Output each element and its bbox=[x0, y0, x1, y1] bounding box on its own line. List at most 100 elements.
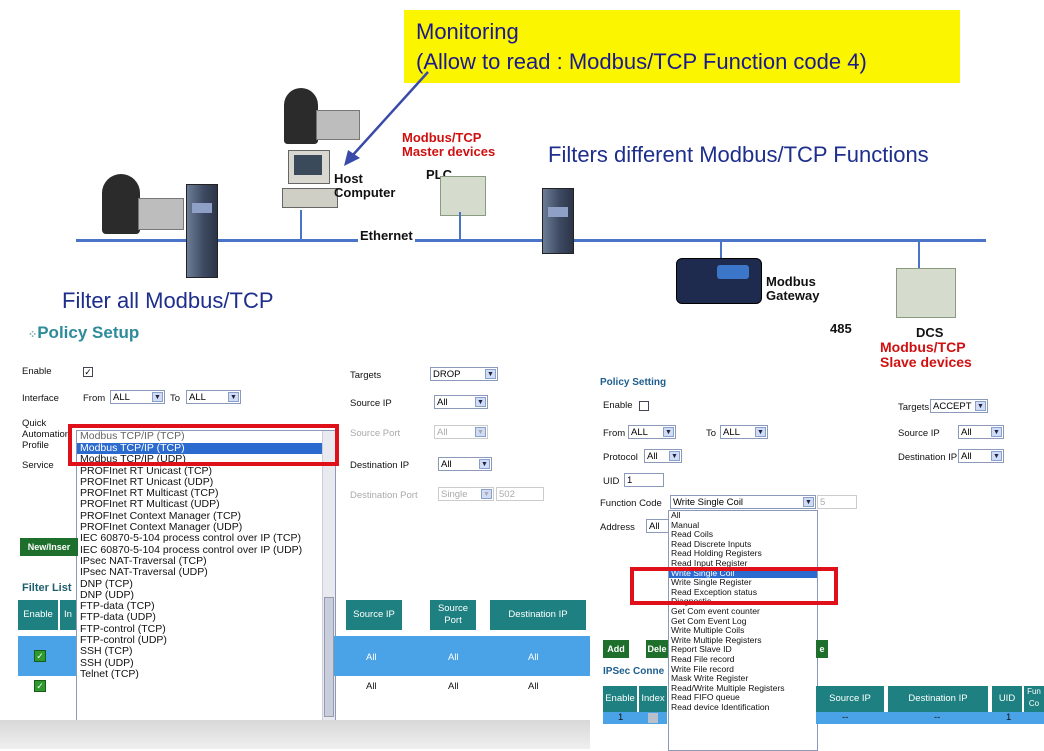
r-th-function: Fun Co bbox=[1024, 686, 1044, 712]
add-button[interactable]: Add bbox=[603, 640, 629, 658]
function-option[interactable]: Report Slave ID bbox=[671, 644, 732, 655]
profile-current-value[interactable]: Modbus TCP/IP (TCP) bbox=[80, 431, 185, 442]
row1-source-port: All bbox=[448, 652, 459, 663]
r-dest-ip-select[interactable]: All▼ bbox=[958, 449, 1004, 463]
function-option[interactable]: Write Multiple Registers bbox=[671, 634, 762, 645]
function-option[interactable]: Read device Identification bbox=[671, 701, 770, 712]
profile-scroll-thumb[interactable] bbox=[324, 597, 334, 717]
table-row[interactable] bbox=[816, 712, 1044, 724]
profile-option[interactable]: IPsec NAT-Traversal (TCP) bbox=[80, 554, 207, 567]
profile-option[interactable]: PROFInet Context Manager (UDP) bbox=[80, 521, 243, 534]
r-row-enable: 1 bbox=[618, 712, 624, 723]
profile-option[interactable]: Modbus TCP/IP (TCP) bbox=[77, 442, 335, 455]
callout-line-1: Monitoring bbox=[416, 19, 519, 44]
r-to-select[interactable]: ALL▼ bbox=[720, 425, 768, 439]
r-source-ip-select[interactable]: All▼ bbox=[958, 425, 1004, 439]
to-select[interactable]: ALL▼ bbox=[186, 390, 241, 404]
function-option[interactable]: Get Com event counter bbox=[671, 605, 760, 616]
function-option[interactable]: Write Single Register bbox=[671, 577, 752, 588]
function-option[interactable]: All bbox=[671, 510, 681, 520]
r-row-dest-ip: -- bbox=[934, 712, 941, 723]
ethernet-label: Ethernet bbox=[358, 228, 415, 243]
function-option[interactable]: Read File record bbox=[671, 653, 735, 664]
profile-option[interactable]: IEC 60870-5-104 process control over IP … bbox=[80, 543, 303, 556]
r-enable-label: Enable bbox=[603, 400, 633, 411]
function-option[interactable]: Get Com Event Log bbox=[671, 615, 747, 626]
profile-option[interactable]: FTP-data (TCP) bbox=[80, 600, 155, 613]
profile-option[interactable]: IPsec NAT-Traversal (UDP) bbox=[80, 566, 208, 579]
row1-dest-ip: All bbox=[528, 652, 539, 663]
profile-option[interactable]: PROFInet RT Multicast (UDP) bbox=[80, 498, 220, 511]
rs485-label: 485 bbox=[830, 321, 852, 336]
table-row[interactable] bbox=[334, 636, 590, 676]
profile-option[interactable]: IEC 60870-5-104 process control over IP … bbox=[80, 532, 301, 545]
dcs-drop bbox=[918, 240, 920, 270]
function-option[interactable]: Manual bbox=[671, 519, 700, 530]
r-to-label: To bbox=[706, 428, 717, 439]
function-option[interactable]: Write Multiple Coils bbox=[671, 625, 745, 636]
r-protocol-select[interactable]: All▼ bbox=[644, 449, 682, 463]
row1-enable-check[interactable]: ✓ bbox=[34, 650, 46, 662]
r-targets-select[interactable]: ACCEPT▼ bbox=[930, 399, 988, 413]
r-function-code-select[interactable]: Write Single Coil▼ bbox=[670, 495, 816, 509]
dest-port-input[interactable]: 502 bbox=[496, 487, 544, 501]
profile-option[interactable]: SSH (UDP) bbox=[80, 656, 134, 669]
profile-dropdown-list[interactable]: Modbus TCP/IP (TCP) Modbus TCP/IP (TCP)M… bbox=[76, 430, 336, 724]
from-select[interactable]: ALL▼ bbox=[110, 390, 165, 404]
function-option[interactable]: Write Single Coil bbox=[669, 568, 817, 579]
function-option[interactable]: Read Holding Registers bbox=[671, 548, 762, 559]
profile-option[interactable]: FTP-control (UDP) bbox=[80, 634, 167, 647]
dest-ip-select[interactable]: All▼ bbox=[438, 457, 492, 471]
other-button[interactable]: e bbox=[816, 640, 828, 658]
profile-option[interactable]: PROFInet RT Unicast (TCP) bbox=[80, 464, 213, 477]
enable-label: Enable bbox=[22, 366, 52, 377]
host-computer-icon bbox=[282, 150, 338, 212]
source-ip-select[interactable]: All▼ bbox=[434, 395, 488, 409]
th-source-ip: Source IP bbox=[346, 600, 402, 630]
delete-button[interactable]: Dele bbox=[646, 640, 668, 658]
profile-option[interactable]: SSH (TCP) bbox=[80, 645, 133, 658]
targets-label: Targets bbox=[350, 370, 382, 381]
profile-option[interactable]: PROFInet Context Manager (TCP) bbox=[80, 509, 242, 522]
profile-option[interactable]: PROFInet RT Multicast (TCP) bbox=[80, 487, 219, 500]
dcs-icon bbox=[896, 268, 956, 318]
row2-enable-check[interactable]: ✓ bbox=[34, 680, 46, 692]
function-option[interactable]: Read Discrete Inputs bbox=[671, 538, 752, 549]
r-uid-input[interactable]: 1 bbox=[624, 473, 664, 487]
filters-heading: Filters different Modbus/TCP Functions bbox=[548, 142, 929, 167]
gateway-drop bbox=[720, 240, 722, 264]
function-option[interactable]: Read Coils bbox=[671, 529, 714, 540]
profile-option[interactable]: Telnet (TCP) bbox=[80, 667, 139, 680]
callout-arrow bbox=[344, 71, 429, 166]
r-source-ip-label: Source IP bbox=[898, 428, 940, 439]
profile-option[interactable]: DNP (TCP) bbox=[80, 577, 133, 590]
function-option[interactable]: Read Exception status bbox=[671, 586, 757, 597]
profile-option[interactable]: PROFInet RT Unicast (UDP) bbox=[80, 475, 214, 488]
targets-select[interactable]: DROP▼ bbox=[430, 367, 498, 381]
profile-option[interactable]: DNP (UDP) bbox=[80, 588, 135, 601]
enable-checkbox[interactable]: ✓ bbox=[83, 367, 93, 377]
function-option[interactable]: Read FIFO queue bbox=[671, 692, 740, 703]
dest-port-select[interactable]: Single▼ bbox=[438, 487, 494, 501]
function-option[interactable]: Mask Write Register bbox=[671, 673, 749, 684]
r-enable-checkbox[interactable] bbox=[639, 401, 649, 411]
function-option[interactable]: Write File record bbox=[671, 663, 734, 674]
new-insert-button[interactable]: New/Inser bbox=[20, 538, 78, 556]
r-protocol-label: Protocol bbox=[603, 452, 638, 463]
r-from-select[interactable]: ALL▼ bbox=[628, 425, 676, 439]
profile-scrollbar[interactable] bbox=[322, 431, 335, 721]
function-option[interactable]: Read Input Register bbox=[671, 557, 748, 568]
r-th-enable: Enable bbox=[603, 686, 637, 712]
profile-option[interactable]: FTP-data (UDP) bbox=[80, 611, 156, 624]
r-function-code-number[interactable]: 5 bbox=[817, 495, 857, 509]
function-option[interactable]: Read/Write Multiple Registers bbox=[671, 682, 785, 693]
r-address-select[interactable]: All bbox=[646, 519, 670, 533]
source-port-select[interactable]: All▼ bbox=[434, 425, 488, 439]
function-highlight-box bbox=[630, 567, 838, 605]
r-th-uid: UID bbox=[992, 686, 1022, 712]
table-row[interactable] bbox=[18, 636, 76, 676]
profile-option[interactable]: Modbus TCP/IP (UDP) bbox=[80, 453, 186, 466]
profile-option[interactable]: FTP-control (TCP) bbox=[80, 622, 166, 635]
